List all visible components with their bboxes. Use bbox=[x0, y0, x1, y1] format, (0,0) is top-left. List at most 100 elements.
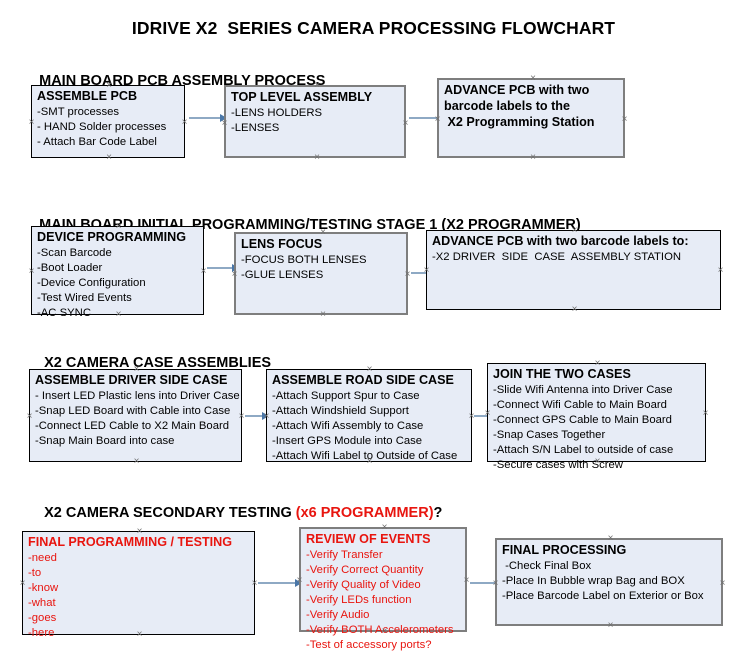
node-title: DEVICE PROGRAMMING bbox=[37, 230, 187, 244]
node-assemble-pcb[interactable]: ASSEMBLE PCB -SMT processes - HAND Solde… bbox=[31, 85, 185, 158]
node-line: -Verify BOTH Accelerometers bbox=[306, 623, 454, 636]
connector-handle-left[interactable] bbox=[25, 412, 34, 421]
connector-handle-top[interactable] bbox=[380, 523, 389, 532]
connector-handle-left[interactable] bbox=[422, 266, 431, 275]
node-line: -Slide Wifi Antenna into Driver Case bbox=[493, 383, 673, 396]
node-title: FINAL PROGRAMMING / TESTING bbox=[28, 535, 233, 549]
node-advance-pcb-to-driver-side-case[interactable]: ADVANCE PCB with two barcode labels to: … bbox=[426, 230, 721, 310]
node-line: -LENSES bbox=[231, 121, 280, 134]
section-header-x2-camera-case-assemblies: X2 CAMERA CASE ASSEMBLIES bbox=[28, 340, 271, 388]
node-title: LENS FOCUS bbox=[241, 237, 323, 251]
connector-handle-top[interactable] bbox=[365, 365, 374, 374]
connector-handle-top[interactable] bbox=[105, 81, 114, 90]
connector-handle-top[interactable] bbox=[606, 534, 615, 543]
connector-handle-bottom[interactable] bbox=[380, 627, 389, 636]
connector-handle-top[interactable] bbox=[135, 527, 144, 536]
arrow-shaft bbox=[470, 582, 508, 584]
node-line: -Connect GPS Cable to Main Board bbox=[493, 413, 672, 426]
node-line: -know bbox=[28, 581, 59, 594]
node-title: JOIN THE TWO CASES bbox=[493, 367, 631, 381]
node-line: -Boot Loader bbox=[37, 261, 103, 274]
connector-handle-right[interactable] bbox=[620, 115, 629, 124]
connector-handle-top[interactable] bbox=[313, 81, 322, 90]
connector-handle-bottom[interactable] bbox=[105, 153, 114, 162]
node-line: - Attach Bar Code Label bbox=[37, 135, 157, 148]
connector-handle-left[interactable] bbox=[27, 118, 36, 127]
node-line: -goes bbox=[28, 611, 57, 624]
node-top-level-assembly[interactable]: TOP LEVEL ASSEMBLY -LENS HOLDERS -LENSES bbox=[224, 85, 406, 158]
connector-handle-top[interactable] bbox=[114, 222, 123, 231]
connector-handle-right[interactable] bbox=[716, 266, 725, 275]
connector-handle-left[interactable] bbox=[295, 576, 304, 585]
node-line: -Attach Support Spur to Case bbox=[272, 389, 420, 402]
node-line: -SMT processes bbox=[37, 105, 120, 118]
node-line: -here bbox=[28, 626, 55, 639]
node-title: ADVANCE PCB with two barcode labels to: bbox=[432, 234, 689, 248]
node-assemble-driver-side-case[interactable]: ASSEMBLE DRIVER SIDE CASE - Insert LED P… bbox=[29, 369, 242, 462]
section-header-main-board-pcb-assembly: MAIN BOARD PCB ASSEMBLY PROCESS bbox=[23, 58, 325, 106]
section-header-highlight: (x6 PROGRAMMER) bbox=[295, 504, 434, 521]
node-line: -Insert GPS Module into Case bbox=[272, 434, 423, 447]
connector-handle-left[interactable] bbox=[230, 270, 239, 279]
connector-handle-bottom[interactable] bbox=[593, 457, 602, 466]
node-join-the-two-cases[interactable]: JOIN THE TWO CASES -Slide Wifi Antenna i… bbox=[487, 363, 706, 471]
connector-handle-bottom[interactable] bbox=[135, 630, 144, 639]
node-line: -need bbox=[28, 551, 57, 564]
node-final-programming-testing[interactable]: FINAL PROGRAMMING / TESTING -need -to -k… bbox=[22, 531, 255, 639]
node-line: -Attach Wifi Assembly to Case bbox=[272, 419, 424, 432]
node-line: -AC SYNC bbox=[37, 306, 91, 319]
node-line: -to bbox=[28, 566, 42, 579]
section-header-suffix: ? bbox=[433, 504, 443, 521]
connector-handle-bottom[interactable] bbox=[529, 153, 538, 162]
connector-handle-left[interactable] bbox=[483, 409, 492, 418]
node-line: -Verify Quality of Video bbox=[306, 578, 421, 591]
node-review-of-events[interactable]: REVIEW OF EVENTS -Verify Transfer -Verif… bbox=[299, 527, 467, 651]
connector-handle-top[interactable] bbox=[593, 359, 602, 368]
node-title: ASSEMBLE ROAD SIDE CASE bbox=[272, 373, 454, 387]
connector-handle-left[interactable] bbox=[18, 579, 27, 588]
node-line-overflow: -Test of accessory ports? bbox=[306, 638, 432, 651]
connector-handle-top[interactable] bbox=[319, 228, 328, 237]
connector-handle-right[interactable] bbox=[701, 409, 710, 418]
node-line: -Connect Wifi Cable to Main Board bbox=[493, 398, 667, 411]
node-line: -Snap Cases Together bbox=[493, 428, 606, 441]
node-assemble-road-side-case[interactable]: ASSEMBLE ROAD SIDE CASE -Attach Support … bbox=[266, 369, 472, 462]
node-line: -Device Configuration bbox=[37, 276, 146, 289]
connector-handle-left[interactable] bbox=[491, 579, 500, 588]
section-header-text: X2 CAMERA CASE ASSEMBLIES bbox=[44, 354, 272, 371]
connector-handle-bottom[interactable] bbox=[313, 153, 322, 162]
node-title: ASSEMBLE PCB bbox=[37, 89, 138, 103]
connector-handle-top[interactable] bbox=[132, 365, 141, 374]
node-line: -X2 DRIVER SIDE CASE ASSEMBLY STATION bbox=[432, 250, 682, 263]
connector-handle-right[interactable] bbox=[180, 118, 189, 127]
node-advance-pcb-to-x2-programming-station[interactable]: ADVANCE PCB with two barcode labels to t… bbox=[437, 78, 625, 158]
node-line: -Test Wired Events bbox=[37, 291, 132, 304]
node-title: TOP LEVEL ASSEMBLY bbox=[231, 90, 373, 104]
node-line: -Snap LED Board with Cable into Case bbox=[35, 404, 231, 417]
section-header-text: X2 CAMERA SECONDARY TESTING bbox=[44, 504, 296, 521]
connector-handle-bottom[interactable] bbox=[606, 621, 615, 630]
node-line: -FOCUS BOTH LENSES bbox=[241, 253, 367, 266]
connector-handle-bottom[interactable] bbox=[114, 310, 123, 319]
connector-handle-bottom[interactable] bbox=[132, 457, 141, 466]
node-line: -GLUE LENSES bbox=[241, 268, 324, 281]
connector-handle-bottom[interactable] bbox=[319, 310, 328, 319]
node-final-processing[interactable]: FINAL PROCESSING -Check Final Box -Place… bbox=[495, 538, 723, 626]
connector-handle-top[interactable] bbox=[529, 74, 538, 83]
connector-handle-bottom[interactable] bbox=[570, 305, 579, 314]
node-title: ADVANCE PCB with two bbox=[444, 83, 590, 97]
connector-handle-left[interactable] bbox=[220, 119, 229, 128]
node-line: -Snap Main Board into case bbox=[35, 434, 175, 447]
connector-handle-left[interactable] bbox=[262, 412, 271, 421]
node-lens-focus[interactable]: LENS FOCUS -FOCUS BOTH LENSES -GLUE LENS… bbox=[234, 232, 408, 315]
node-title: FINAL PROCESSING bbox=[502, 543, 627, 557]
arrow-shaft bbox=[409, 117, 441, 119]
connector-handle-left[interactable] bbox=[27, 267, 36, 276]
connector-handle-right[interactable] bbox=[718, 579, 727, 588]
connector-handle-bottom[interactable] bbox=[365, 457, 374, 466]
connector-handle-left[interactable] bbox=[433, 115, 442, 124]
node-line: -LENS HOLDERS bbox=[231, 106, 323, 119]
connector-handle-top[interactable] bbox=[570, 226, 579, 235]
node-device-programming[interactable]: DEVICE PROGRAMMING -Scan Barcode -Boot L… bbox=[31, 226, 204, 319]
arrow-shaft bbox=[189, 117, 221, 119]
